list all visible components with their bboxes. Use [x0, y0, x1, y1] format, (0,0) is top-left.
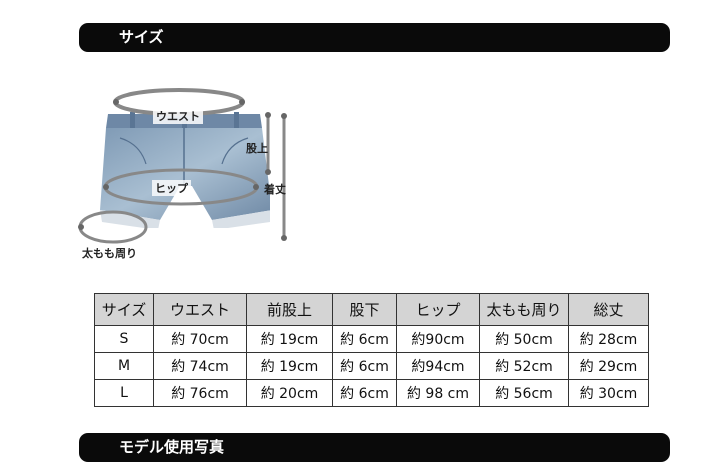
thigh-label: 太もも周り: [82, 247, 137, 260]
table-row: S 約 70cm 約 19cm 約 6cm 約90cm 約 50cm 約 28c…: [94, 325, 649, 353]
table-cell: S: [94, 325, 154, 353]
table-cell: 約 56cm: [479, 379, 569, 407]
hip-label: ヒップ: [152, 180, 191, 196]
table-cell: 約 19cm: [246, 325, 333, 353]
size-section-header: サイズ: [79, 23, 670, 52]
header-size: サイズ: [94, 293, 154, 326]
table-cell: 約 74cm: [153, 352, 247, 380]
model-section-header: モデル使用写真: [79, 433, 670, 462]
table-header-row: サイズ ウエスト 前股上 股下 ヒップ 太もも周り 総丈: [94, 293, 649, 326]
table-cell: 約 98 cm: [396, 379, 480, 407]
table-cell: 約 28cm: [568, 325, 649, 353]
table-cell: 約 76cm: [153, 379, 247, 407]
table-cell: 約 29cm: [568, 352, 649, 380]
header-hip: ヒップ: [396, 293, 480, 326]
table-cell: 約 50cm: [479, 325, 569, 353]
model-section-title: モデル使用写真: [119, 438, 225, 456]
table-cell: 約 6cm: [332, 379, 397, 407]
length-label: 着丈: [264, 183, 286, 196]
size-section-title: サイズ: [119, 28, 164, 46]
table-row: M 約 74cm 約 19cm 約 6cm 約94cm 約 52cm 約 29c…: [94, 352, 649, 380]
header-thigh: 太もも周り: [479, 293, 569, 326]
waist-label: ウエスト: [153, 108, 203, 124]
table-cell: 約 20cm: [246, 379, 333, 407]
table-cell: 約 52cm: [479, 352, 569, 380]
table-cell: L: [94, 379, 154, 407]
table-cell: 約 19cm: [246, 352, 333, 380]
header-total-length: 総丈: [568, 293, 649, 326]
table-cell: 約 6cm: [332, 325, 397, 353]
size-diagram: ウエスト ヒップ 太もも周り 股上 着丈: [75, 80, 315, 270]
table-cell: 約90cm: [396, 325, 480, 353]
header-front-rise: 前股上: [246, 293, 333, 326]
table-row: L 約 76cm 約 20cm 約 6cm 約 98 cm 約 56cm 約 3…: [94, 379, 649, 407]
table-cell: 約 70cm: [153, 325, 247, 353]
size-table: サイズ ウエスト 前股上 股下 ヒップ 太もも周り 総丈 S 約 70cm 約 …: [94, 293, 649, 407]
table-cell: 約 30cm: [568, 379, 649, 407]
table-cell: 約94cm: [396, 352, 480, 380]
table-cell: M: [94, 352, 154, 380]
rise-label: 股上: [246, 142, 268, 155]
table-cell: 約 6cm: [332, 352, 397, 380]
header-waist: ウエスト: [153, 293, 247, 326]
header-inseam: 股下: [332, 293, 397, 326]
